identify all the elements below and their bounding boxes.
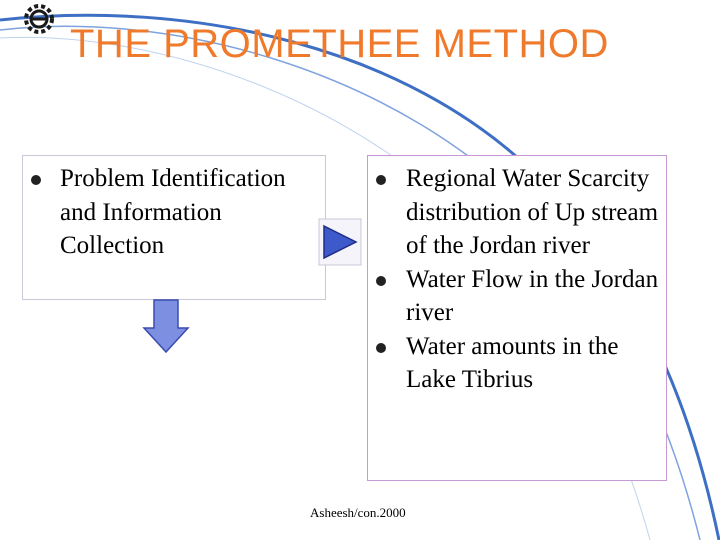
slide-title: THE PROMETHEE METHOD xyxy=(70,22,609,66)
list-item-text: Regional Water Scarcity distribution of … xyxy=(406,165,659,259)
bullet-icon xyxy=(376,175,386,185)
gear-logo-icon xyxy=(24,4,54,34)
water-scarcity-box: Regional Water Scarcity distribution of … xyxy=(367,155,667,481)
list-item: Regional Water Scarcity distribution of … xyxy=(368,162,666,263)
down-arrow-icon xyxy=(142,299,190,354)
list-item: Water Flow in the Jordan river xyxy=(368,263,666,330)
right-bullet-list: Regional Water Scarcity distribution of … xyxy=(368,156,666,397)
list-item-text: Water amounts in the Lake Tibrius xyxy=(406,332,619,394)
list-item-text: Water Flow in the Jordan river xyxy=(406,265,659,327)
footer-credit: Asheesh/con.2000 xyxy=(310,505,406,520)
play-arrow-icon xyxy=(318,218,362,266)
list-item: Problem Identification and Information C… xyxy=(23,162,325,263)
list-item: Water amounts in the Lake Tibrius xyxy=(368,330,666,397)
problem-identification-box: Problem Identification and Information C… xyxy=(22,155,326,300)
bullet-icon xyxy=(376,275,386,286)
left-bullet-list: Problem Identification and Information C… xyxy=(23,156,325,263)
bullet-icon xyxy=(376,342,386,353)
bullet-icon xyxy=(31,175,41,185)
list-item-text: Problem Identification and Information C… xyxy=(60,165,286,259)
